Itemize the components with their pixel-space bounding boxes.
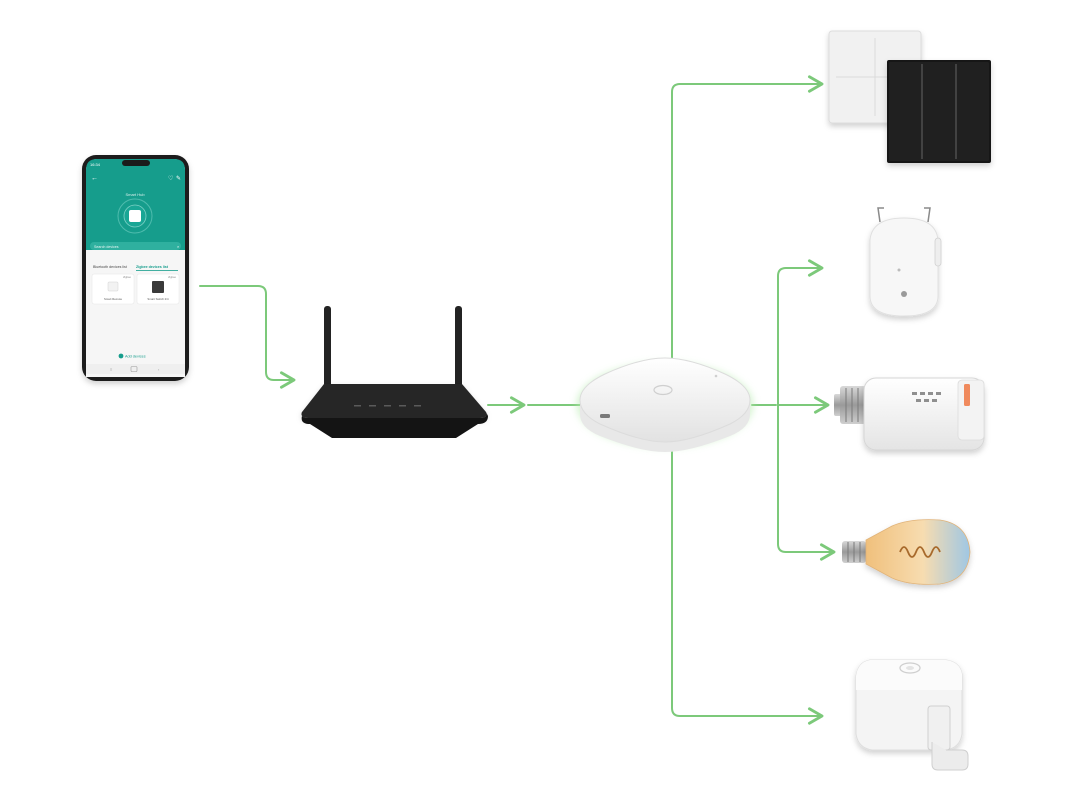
hub-button [653, 384, 673, 396]
curtain-motor-body [869, 217, 939, 317]
fingerbot-arm [927, 705, 951, 751]
phone-search-bar[interactable] [90, 242, 181, 250]
curtain-robot-icon [869, 207, 942, 317]
fingerbot-button [899, 662, 921, 674]
add-icon[interactable] [118, 353, 124, 359]
curtain-side-buttons [934, 237, 942, 267]
back-arrow-icon[interactable]: ← [91, 175, 98, 182]
router-body-base [301, 412, 488, 438]
phone-device-card-2[interactable]: Zigbee Smart Switch 2/4 [136, 273, 180, 305]
wall-switch-icon [828, 30, 991, 163]
connector-lines [199, 75, 836, 725]
zigbee-hub-icon [577, 357, 753, 452]
valve-orange-accent [964, 384, 970, 406]
phone-content [86, 250, 185, 377]
phone-status-time: 16:34 [90, 162, 101, 167]
bulb-glass [865, 519, 971, 585]
heart-icon[interactable]: ♡ [168, 175, 173, 182]
smartphone-app-icon: 16:34 ← ♡ ✎ Smart Hub Search devices ⌕ B… [82, 155, 189, 381]
smart-bulb-icon [842, 519, 971, 585]
connector-hub-fingerbot [671, 449, 824, 725]
phone-device-card-1[interactable]: Zigbee Smart Remote [91, 273, 135, 305]
connector-branch-bulb [777, 404, 836, 561]
bulb-filament [899, 546, 941, 558]
phone-tab-zigbee[interactable]: Zigbee devices list [136, 265, 169, 269]
switch-pusher-icon [855, 659, 969, 771]
phone-hub-title: Smart Hub [125, 192, 145, 197]
device-badge: Zigbee [168, 275, 176, 279]
tab-underline [136, 270, 178, 271]
phone-search-placeholder: Search devices [94, 245, 119, 249]
hub-ring-outer [117, 198, 153, 234]
nav-back-icon[interactable]: ‹ [158, 367, 160, 372]
connector-hub-switches [671, 75, 824, 369]
valve-metal-nut [840, 386, 866, 424]
fingerbot-finger [931, 742, 969, 771]
device-name: Smart Switch 2/4 [147, 297, 169, 301]
phone-add-devices[interactable]: Add devices [125, 355, 146, 359]
router-leds [354, 405, 421, 407]
device-badge: Zigbee [123, 275, 131, 279]
nav-menu-icon[interactable]: ≡ [110, 367, 113, 372]
usb-port-icon [600, 414, 610, 418]
switch-icon [152, 281, 164, 293]
thermostat-valve-icon [834, 377, 985, 451]
router-antenna-right [455, 306, 462, 392]
search-icon[interactable]: ⌕ [177, 244, 179, 249]
phone-tab-bluetooth[interactable]: Bluetooth devices list [93, 265, 127, 269]
device-name: Smart Remote [104, 297, 122, 301]
hub-device-icon [129, 210, 141, 222]
remote-icon [107, 281, 119, 292]
phone-notch [122, 160, 150, 166]
nav-home-icon[interactable] [130, 366, 138, 372]
valve-display [912, 392, 941, 402]
edit-icon[interactable]: ✎ [176, 175, 181, 182]
router-antenna-left [324, 306, 331, 392]
phone-nav-bar [86, 364, 185, 374]
phone-app-header [86, 159, 185, 250]
connector-phone-router [199, 285, 296, 389]
router-body-top [301, 384, 487, 418]
curtain-sensor [901, 291, 907, 297]
wifi-router-icon [301, 306, 488, 438]
connector-branch-curtain [777, 259, 824, 406]
hub-indicator-led [714, 374, 718, 378]
hub-top [579, 357, 751, 443]
